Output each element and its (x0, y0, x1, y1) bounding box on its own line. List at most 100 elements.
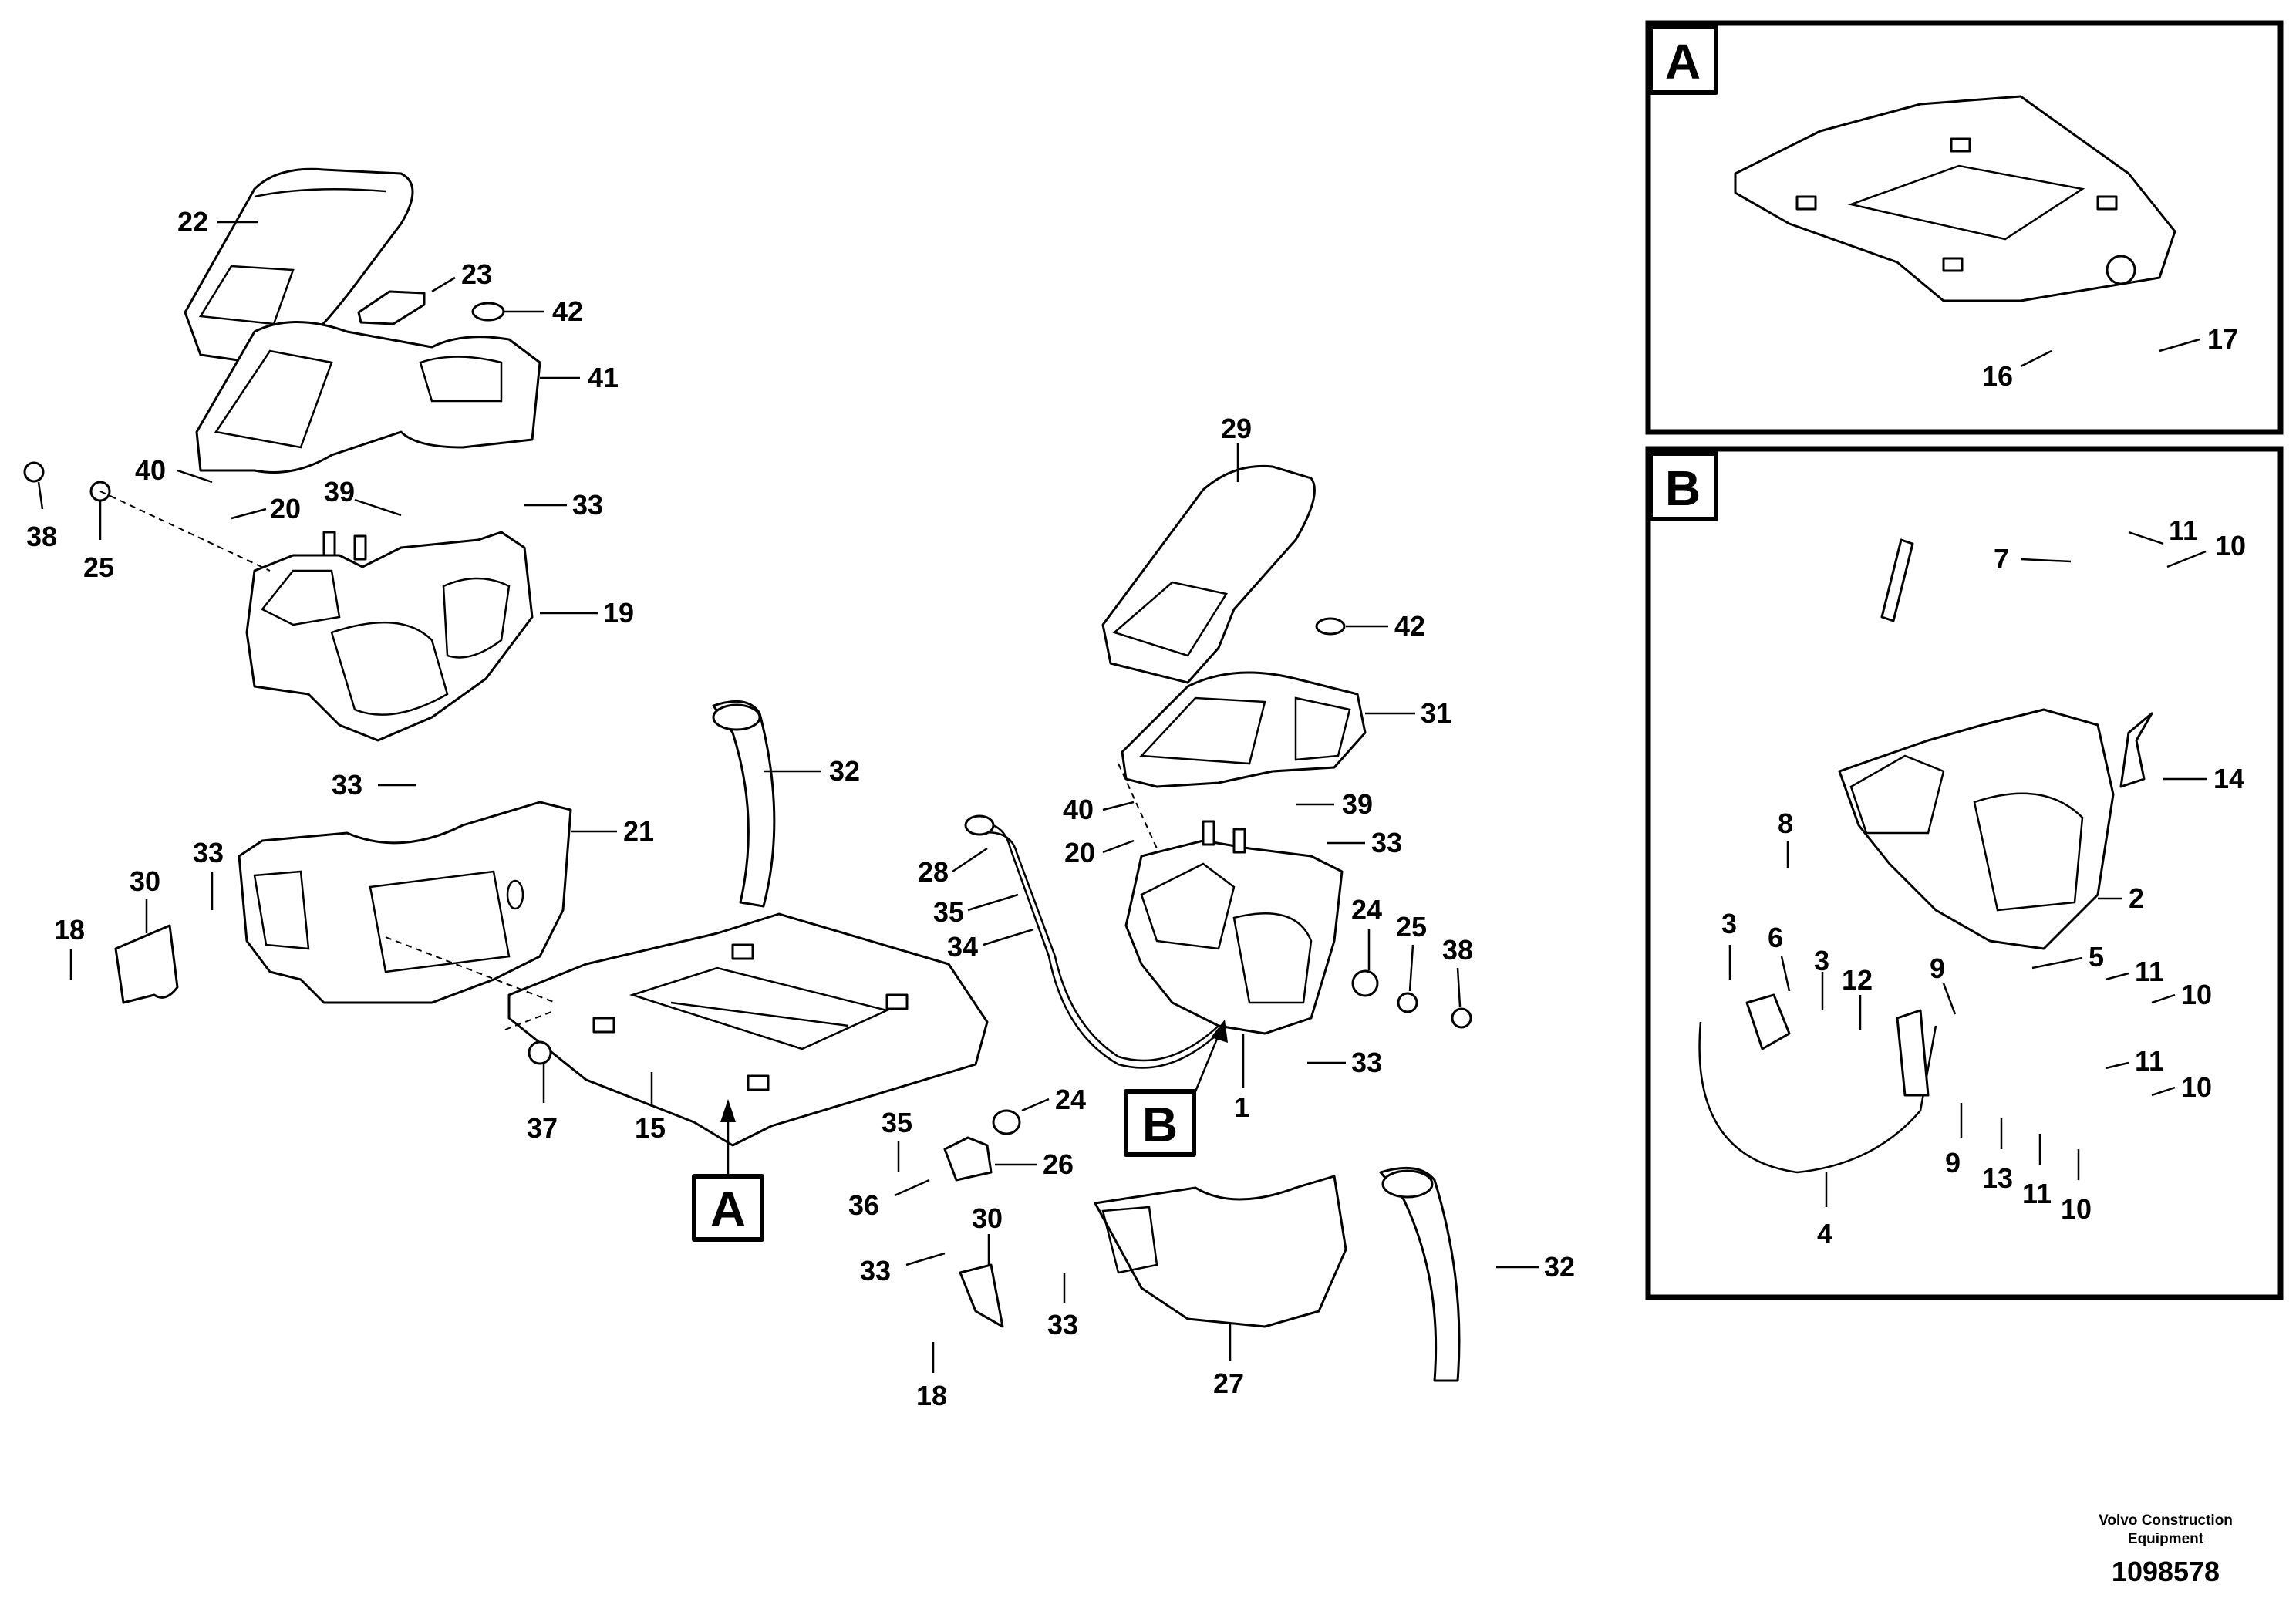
callout-10-a: 10 (2166, 530, 2246, 568)
callout-number: 40 (135, 454, 166, 486)
callout-number: 20 (1064, 837, 1095, 868)
callout-number: 33 (1047, 1309, 1078, 1340)
callout-number: 24 (1055, 1084, 1086, 1115)
callout-number: 33 (572, 489, 603, 521)
callout-38-center: 38 (1442, 934, 1473, 1007)
callout-number: 27 (1213, 1367, 1244, 1399)
air-duct-32-left (712, 700, 776, 908)
callout-number: 18 (916, 1380, 947, 1411)
washer-25-center (1397, 992, 1418, 1013)
callout-33-a: 33 (524, 489, 603, 521)
callout-32-right: 32 (1496, 1251, 1575, 1283)
callout-22: 22 (177, 206, 258, 238)
footer: Volvo Construction Equipment 1098578 (2099, 1512, 2233, 1587)
callout-11-b: 11 (2105, 956, 2164, 987)
callout-number: 31 (1421, 697, 1451, 729)
callout-10-b: 10 (2151, 979, 2212, 1010)
callout-33-f: 33 (860, 1252, 946, 1286)
callout-40: 40 (135, 454, 213, 486)
callout-number: 17 (2207, 323, 2238, 355)
air-duct-32-right (1379, 1166, 1461, 1382)
callout-11-d: 11 (2022, 1134, 2052, 1209)
callout-11-c: 11 (2105, 1045, 2164, 1077)
detail-box-B: B (1645, 446, 2284, 1300)
callout-number: 41 (588, 362, 619, 393)
callout-5: 5 (2031, 941, 2104, 973)
lower-housing-27 (1094, 1175, 1347, 1328)
callout-number: 34 (947, 931, 978, 963)
side-cover-30-right (959, 1263, 1004, 1328)
lever-cable-34 (964, 814, 1227, 1069)
bolt-38-center (1451, 1007, 1472, 1029)
cushion-24-center (1351, 969, 1379, 997)
callout-number: 33 (193, 837, 224, 868)
callout-33-d: 33 (1327, 827, 1402, 858)
drawing-number: 1098578 (2112, 1556, 2220, 1587)
callout-7: 7 (1994, 543, 2072, 575)
callout-number: 30 (972, 1202, 1003, 1234)
callout-10-d: 10 (2061, 1149, 2092, 1225)
callout-35-left: 35 (882, 1107, 912, 1172)
callout-number: 42 (1394, 610, 1425, 642)
callout-14: 14 (2163, 763, 2244, 794)
callout-number: 3 (1721, 908, 1737, 939)
callout-number: 28 (918, 856, 949, 888)
callout-20-center: 20 (1064, 837, 1135, 868)
callout-42-top: 42 (504, 295, 583, 327)
view-marker-A-label: A (710, 1182, 746, 1237)
callout-number: 35 (933, 896, 964, 928)
callout-number: 21 (623, 815, 654, 847)
callout-number: 36 (848, 1189, 879, 1221)
callout-number: 39 (1342, 788, 1373, 820)
callout-number: 12 (1842, 964, 1873, 996)
callout-number: 25 (83, 551, 114, 583)
callout-37: 37 (527, 1064, 558, 1144)
view-marker-B: B (1124, 1020, 1228, 1157)
callout-number: 37 (527, 1112, 558, 1144)
callout-number: 10 (2181, 979, 2212, 1010)
callout-24-center: 24 (1351, 894, 1382, 970)
callout-29: 29 (1221, 413, 1252, 482)
callout-18-right: 18 (916, 1342, 947, 1411)
callout-41: 41 (540, 362, 619, 393)
console-bracket-19 (245, 531, 534, 742)
callout-number: 33 (1371, 827, 1402, 858)
callout-32-left: 32 (764, 755, 860, 787)
callout-number: 25 (1396, 911, 1427, 943)
callout-number: 7 (1994, 543, 2009, 575)
callout-number: 40 (1063, 794, 1094, 825)
callout-39-center: 39 (1296, 788, 1373, 820)
callout-30-right: 30 (972, 1202, 1003, 1265)
callout-34: 34 (947, 928, 1034, 963)
callout-13: 13 (1982, 1118, 2013, 1194)
callout-number: 38 (26, 521, 57, 552)
callout-number: 32 (829, 755, 860, 787)
callout-number: 6 (1768, 922, 1783, 953)
callout-number: 42 (552, 295, 583, 327)
console-bracket-center (1124, 820, 1344, 1035)
callout-number: 4 (1817, 1218, 1832, 1249)
callout-number: 20 (270, 493, 301, 524)
callout-number: 11 (2169, 514, 2198, 546)
callout-6: 6 (1768, 922, 1791, 992)
callout-number: 5 (2089, 941, 2104, 973)
callout-1: 1 (1234, 1034, 1249, 1123)
callout-4: 4 (1817, 1172, 1832, 1249)
callout-8: 8 (1778, 808, 1793, 868)
callout-9-a: 9 (1930, 953, 1957, 1015)
callout-36: 36 (848, 1179, 930, 1221)
callout-number: 2 (2129, 882, 2144, 914)
callout-number: 11 (2135, 1045, 2164, 1077)
callout-38-left: 38 (26, 481, 57, 552)
callout-9-b: 9 (1945, 1103, 1963, 1179)
callout-42-center: 42 (1346, 610, 1425, 642)
callout-3-b: 3 (1814, 945, 1829, 1010)
callout-number: 9 (1945, 1147, 1961, 1179)
callout-number: 29 (1221, 413, 1252, 444)
callout-number: 11 (2135, 956, 2164, 987)
view-marker-B-label: B (1142, 1097, 1178, 1152)
callout-number: 16 (1982, 360, 2013, 392)
lower-housing-21 (238, 801, 572, 1004)
bolt-37 (528, 1040, 552, 1065)
